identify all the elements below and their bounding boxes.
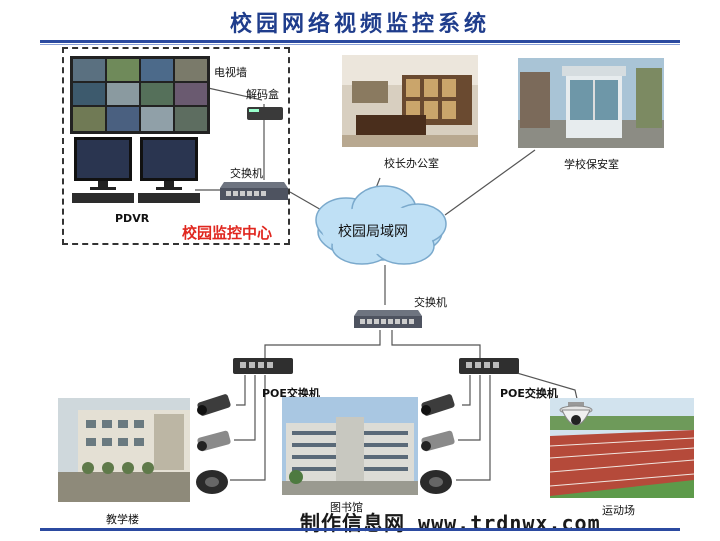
main-switch-image bbox=[354, 310, 422, 328]
page-title: 校园网络视频监控系统 bbox=[229, 11, 490, 37]
poe-switch-left-label: POE交换机 bbox=[262, 387, 320, 400]
center-switch-image bbox=[220, 182, 288, 200]
principal-office-photo bbox=[342, 55, 478, 147]
main-switch-label: 交换机 bbox=[414, 296, 447, 309]
sports-field-photo bbox=[550, 398, 694, 498]
title-divider bbox=[40, 40, 680, 43]
security-room-photo bbox=[518, 58, 664, 148]
sports-field-label: 运动场 bbox=[602, 504, 635, 517]
poe-switch-right-image bbox=[459, 358, 519, 374]
title-divider-thin bbox=[40, 44, 680, 45]
video-wall-image bbox=[70, 56, 210, 134]
watermark: 制作信息网 www.trdnwx.com bbox=[300, 511, 601, 535]
lan-cloud-shape bbox=[315, 185, 447, 265]
cameras-left-image bbox=[196, 394, 231, 494]
monitors-image bbox=[72, 137, 200, 203]
monitoring-center-frame bbox=[62, 47, 290, 245]
library-label: 图书馆 bbox=[330, 501, 363, 514]
teaching-building-photo bbox=[58, 398, 190, 502]
decoder-label: 解码盒 bbox=[246, 88, 279, 101]
pdvr-label: PDVR bbox=[115, 212, 150, 225]
decoder-image bbox=[247, 107, 283, 120]
cameras-right-image bbox=[420, 394, 455, 494]
lan-cloud-label: 校园局域网 bbox=[338, 224, 408, 240]
ptz-camera-image bbox=[559, 402, 593, 426]
video-wall-label: 电视墙 bbox=[214, 66, 247, 79]
poe-switch-left-image bbox=[233, 358, 293, 374]
monitoring-center-label: 校园监控中心 bbox=[182, 224, 273, 242]
teaching-building-label: 教学楼 bbox=[106, 513, 139, 526]
security-room-label: 学校保安室 bbox=[564, 158, 619, 171]
principal-office-label: 校长办公室 bbox=[384, 157, 439, 170]
library-photo bbox=[282, 397, 418, 495]
center-switch-label: 交换机 bbox=[230, 167, 263, 180]
footer-divider bbox=[40, 528, 680, 531]
poe-switch-right-label: POE交换机 bbox=[500, 387, 558, 400]
